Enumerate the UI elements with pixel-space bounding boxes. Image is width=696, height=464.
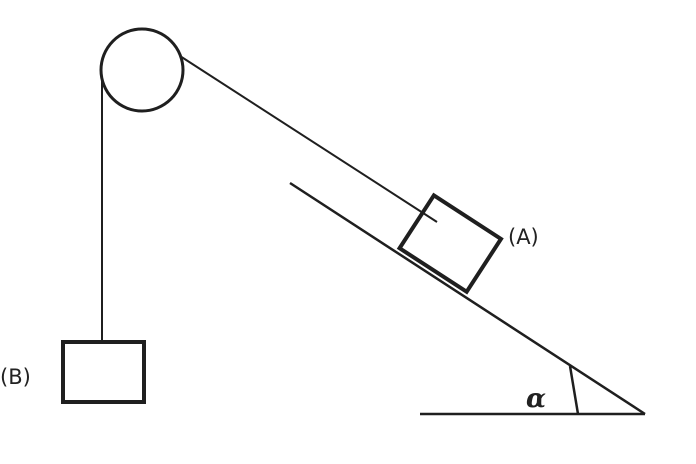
block-a-label: (A): [508, 225, 539, 249]
angle-marker: [568, 365, 580, 415]
incline-surface: [289, 181, 646, 416]
block-b-label: (B): [0, 365, 31, 389]
pulley-wheel: [99, 27, 185, 113]
block-a: [396, 192, 504, 295]
rope-incline: [179, 55, 438, 223]
block-b: [61, 340, 146, 404]
angle-label: α: [526, 384, 546, 414]
